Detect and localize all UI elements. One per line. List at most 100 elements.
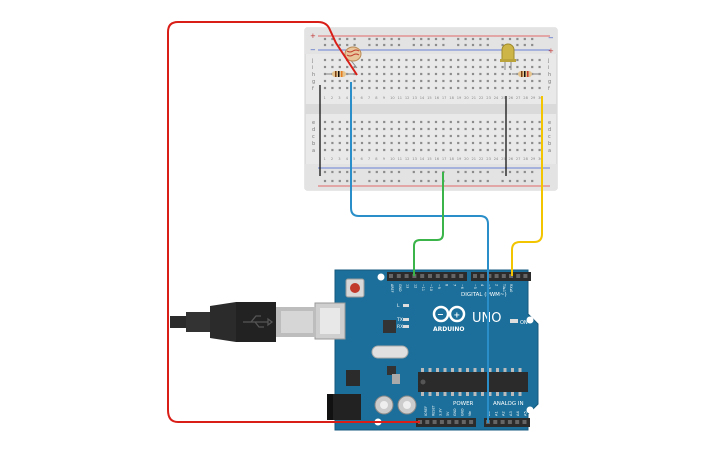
- led[interactable]: [500, 43, 516, 70]
- rail-minus-label-right: −: [548, 34, 554, 42]
- column-number: 16: [435, 157, 440, 161]
- column-number: 25: [501, 157, 506, 161]
- column-number: 13: [412, 157, 417, 161]
- digital-label: DIGITAL (PWM~): [461, 292, 507, 298]
- row-letter: g: [312, 79, 315, 85]
- rail-plus-label: +: [310, 32, 316, 40]
- column-number: 22: [479, 96, 484, 100]
- column-number: 8: [375, 157, 378, 161]
- row-letter: i: [312, 65, 313, 71]
- column-number: 2: [331, 96, 333, 100]
- svg-text:+: +: [454, 311, 461, 320]
- column-number: 23: [486, 96, 491, 100]
- column-number: 9: [383, 96, 386, 100]
- column-number: 27: [516, 96, 521, 100]
- svg-text:−: −: [437, 310, 444, 319]
- power-pin-label: RESET: [431, 404, 435, 416]
- header-pin-label: ~5: [473, 284, 477, 289]
- row-letter: h: [548, 72, 551, 78]
- header-pin-label: 12: [413, 284, 417, 288]
- analog-pin-label: A4: [516, 411, 520, 416]
- on-label: ON: [520, 320, 528, 326]
- column-number: 3: [338, 96, 340, 100]
- column-number: 7: [368, 157, 370, 161]
- row-letter: a: [312, 148, 315, 154]
- photoresistor[interactable]: [344, 46, 362, 69]
- resistor-right[interactable]: [512, 71, 540, 77]
- column-number: 1: [324, 157, 326, 161]
- column-number: 3: [338, 157, 340, 161]
- column-number: 2: [331, 157, 333, 161]
- row-letter: f: [548, 86, 550, 92]
- row-letter: a: [548, 148, 551, 154]
- usb-cable-plug[interactable]: [170, 302, 316, 342]
- row-letter: b: [312, 141, 315, 147]
- power-pin-label: 5V: [446, 411, 450, 416]
- header-pin-label: ~6: [460, 284, 464, 289]
- wire-red[interactable]: [167, 21, 420, 423]
- analog-pin-label: A2: [502, 411, 506, 416]
- column-number: 5: [353, 96, 355, 100]
- column-number: 24: [494, 96, 499, 100]
- dc-power-jack[interactable]: [327, 394, 361, 420]
- analog-pin-label: A3: [509, 411, 513, 416]
- column-number: 26: [509, 96, 514, 100]
- row-letter: i: [548, 65, 549, 71]
- header-pin-label: 13: [406, 284, 410, 288]
- row-letter: d: [312, 127, 315, 133]
- column-number: 14: [420, 157, 425, 161]
- column-number: 21: [472, 157, 477, 161]
- column-number: 4: [346, 157, 349, 161]
- column-number: 30: [538, 157, 543, 161]
- header-pin-label: 2: [495, 284, 499, 286]
- row-letter: h: [312, 72, 315, 78]
- column-number: 17: [442, 96, 447, 100]
- column-number: 21: [472, 96, 477, 100]
- arduino-logo: − +: [432, 305, 466, 323]
- column-number: 10: [390, 157, 395, 161]
- row-letter: c: [312, 134, 315, 140]
- column-number: 11: [398, 157, 403, 161]
- column-number: 13: [412, 96, 417, 100]
- header-pin-label: ~11: [421, 284, 425, 291]
- rail-plus-label-right: +: [548, 47, 554, 55]
- column-number: 17: [442, 157, 447, 161]
- power-label: POWER: [453, 401, 474, 407]
- column-number: 19: [457, 157, 462, 161]
- column-number: 19: [457, 96, 462, 100]
- column-number: 26: [509, 157, 514, 161]
- row-letter: e: [312, 120, 315, 126]
- column-number: 14: [420, 96, 425, 100]
- header-pin-label: ~9: [437, 284, 441, 289]
- wire-blue[interactable]: [350, 82, 489, 423]
- power-pin-label: 3.3V: [439, 408, 443, 416]
- header-pin-label: ~3: [487, 284, 491, 289]
- column-number: 25: [501, 96, 506, 100]
- header-pin-label: 8: [445, 284, 449, 286]
- column-number: 4: [346, 96, 349, 100]
- reset-button[interactable]: [345, 278, 365, 298]
- analog-pin-label: A1: [494, 411, 498, 416]
- rx-led-label: RX: [397, 324, 403, 330]
- header-pin-label: 7: [452, 284, 456, 286]
- column-number: 6: [361, 96, 364, 100]
- column-number: 15: [427, 96, 432, 100]
- column-number: 5: [353, 157, 355, 161]
- row-letter: f: [312, 86, 314, 92]
- usb-port[interactable]: [314, 302, 346, 340]
- column-number: 28: [523, 96, 528, 100]
- brand-label: ARDUINO: [433, 326, 464, 333]
- wire-yellow[interactable]: [511, 96, 543, 276]
- column-number: 24: [494, 157, 499, 161]
- resistor-left[interactable]: [326, 71, 355, 77]
- column-number: 12: [405, 96, 410, 100]
- column-number: 28: [523, 157, 528, 161]
- wire-green[interactable]: [413, 172, 444, 276]
- column-number: 29: [531, 157, 536, 161]
- power-pin-label: IOREF: [424, 406, 428, 416]
- header-pin-label: 4: [480, 284, 484, 286]
- analog-pin-label: A5: [524, 411, 528, 416]
- column-number: 12: [405, 157, 410, 161]
